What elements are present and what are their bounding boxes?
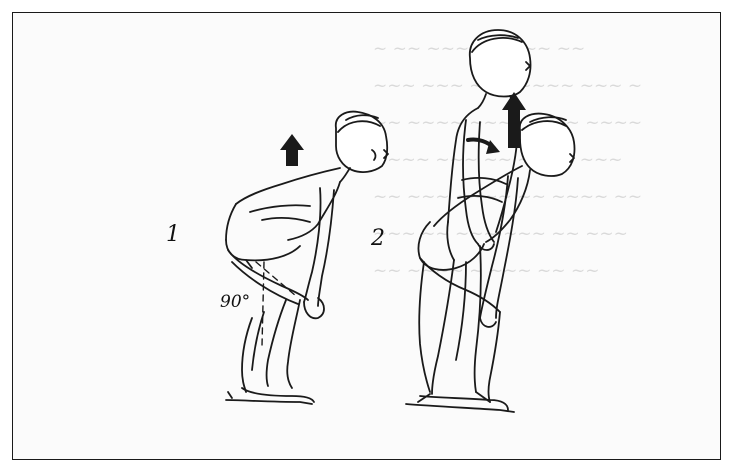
figure-label-2: 2: [371, 226, 385, 251]
figure-label-1: 1: [166, 222, 180, 247]
up-arrow-icon: [280, 134, 304, 166]
angle-label-90: 90°: [220, 292, 250, 312]
figure-1-squat-posture: [226, 112, 388, 404]
figure-2-standing-posture: [406, 30, 575, 412]
